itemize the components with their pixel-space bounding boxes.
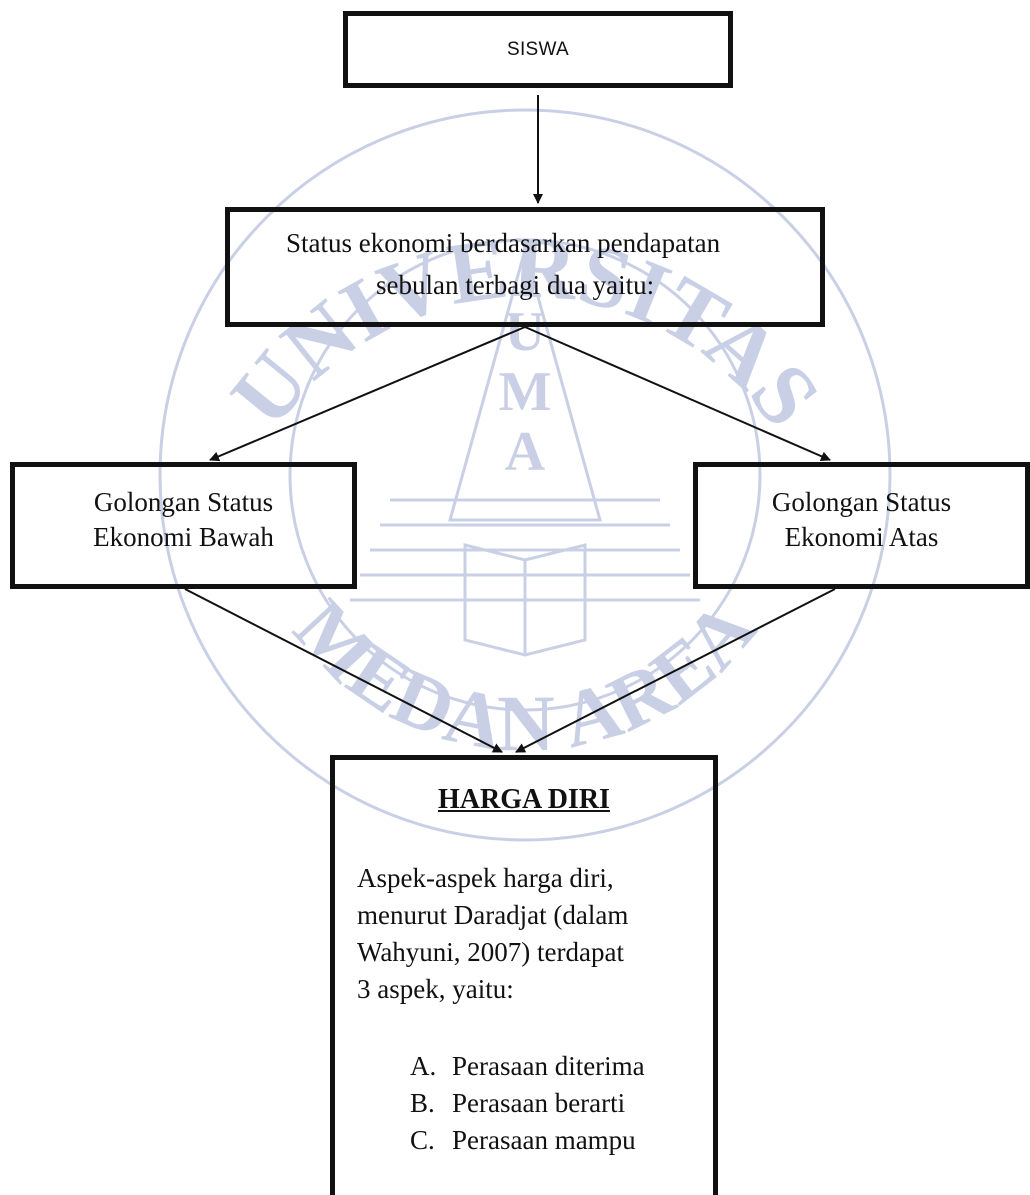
arrow-atas-to-harga	[515, 588, 836, 753]
description-line: Aspek-aspek harga diri,	[357, 863, 614, 893]
lower-economic-status-box: Golongan Status Ekonomi Bawah	[10, 462, 357, 589]
aspect-list: A. Perasaan diterima B. Perasaan berarti C…	[410, 1048, 645, 1159]
aspect-text: Perasaan berarti	[452, 1088, 626, 1118]
siswa-box: SISWA	[343, 11, 733, 88]
economic-status-box: Status ekonomi berdasarkan pendapatan se…	[225, 207, 825, 327]
arrow-status-to-atas	[524, 326, 831, 461]
economic-status-line-1: Status ekonomi berdasarkan pendapatan	[286, 228, 721, 258]
aspect-list-item: B. Perasaan berarti	[410, 1085, 645, 1122]
self-esteem-title: HARGA DIRI	[438, 784, 610, 815]
description-line: Wahyuni, 2007) terdapat	[357, 937, 624, 967]
aspect-text: Perasaan diterima	[452, 1051, 645, 1081]
upper-status-line-1: Golongan Status	[771, 487, 952, 517]
aspect-list-item: C. Perasaan mampu	[410, 1122, 645, 1159]
lower-status-line-2: Ekonomi Bawah	[93, 522, 274, 552]
arrow-status-to-bawah	[209, 326, 526, 462]
upper-economic-status-box: Golongan Status Ekonomi Atas	[693, 462, 1030, 589]
economic-status-line-2: sebulan terbagi dua yaitu:	[376, 270, 655, 300]
list-marker: B.	[410, 1088, 435, 1118]
siswa-label: SISWA	[506, 38, 570, 60]
description-line: 3 aspek, yaitu:	[357, 974, 514, 1004]
list-marker: C.	[410, 1125, 435, 1155]
arrow-bawah-to-harga	[184, 588, 503, 753]
description-line: menurut Daradjat (dalam	[357, 900, 629, 930]
aspect-text: Perasaan mampu	[452, 1125, 636, 1155]
self-esteem-description: Aspek-aspek harga diri, menurut Daradjat…	[357, 860, 707, 1008]
lower-status-line-1: Golongan Status	[93, 487, 274, 517]
aspect-list-item: A. Perasaan diterima	[410, 1048, 645, 1085]
self-esteem-box: HARGA DIRI Aspek-aspek harga diri, menur…	[330, 755, 718, 1195]
upper-status-line-2: Ekonomi Atas	[784, 522, 939, 552]
list-marker: A.	[410, 1051, 437, 1081]
